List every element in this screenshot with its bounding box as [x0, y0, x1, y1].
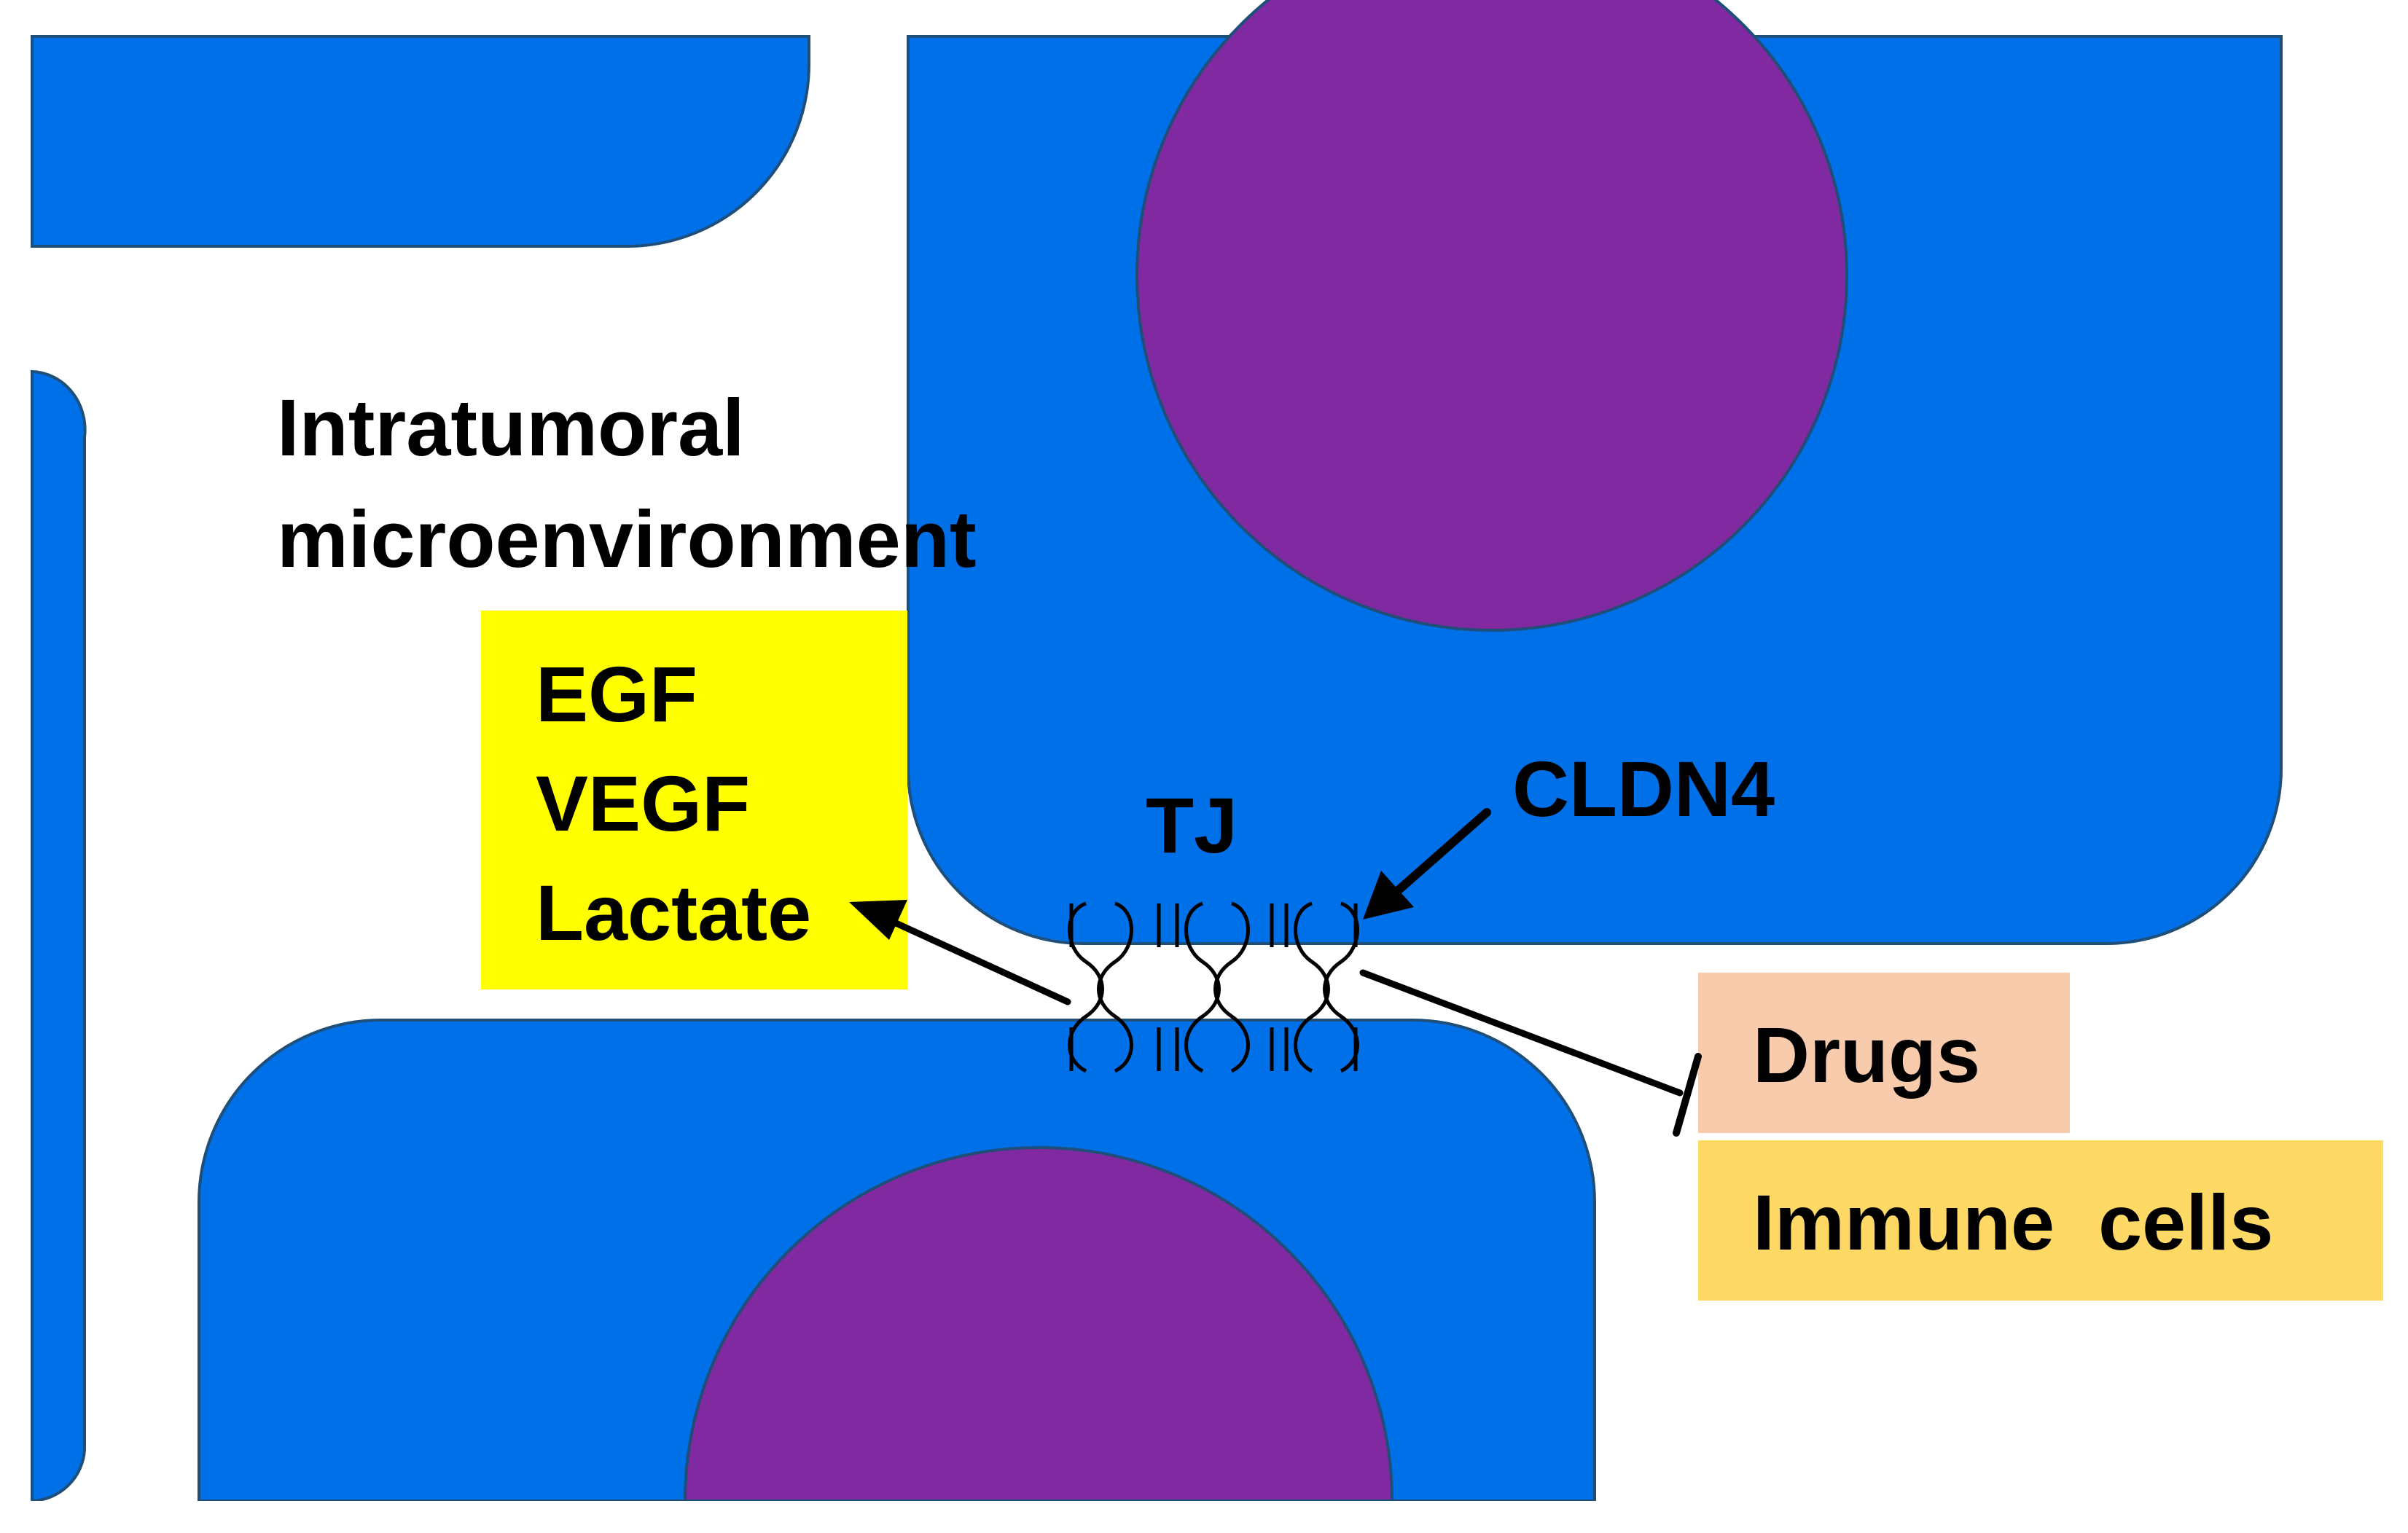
drugs-box	[1698, 973, 2070, 1133]
cell-left-edge	[31, 369, 87, 1503]
drugs-label: Drugs	[1753, 1011, 1980, 1099]
microenvironment-label-line2: microenvironment	[277, 495, 977, 584]
nucleus-top	[1135, 0, 1848, 632]
bottom-margin	[0, 1501, 2408, 1529]
cldn4-label: CLDN4	[1512, 745, 1775, 833]
microenvironment-label-line1: Intratumoral	[277, 383, 745, 473]
secreted-factors-box	[481, 611, 907, 989]
cldn4-pointer-arrow	[1363, 808, 1491, 920]
cell-top-left	[31, 35, 810, 248]
immune-cells-box	[1698, 1140, 2383, 1301]
immune-cells-label: Immune cells	[1753, 1178, 2273, 1266]
barrier-inhibition-line	[1359, 969, 1702, 1137]
factor-vegf: VEGF	[536, 759, 750, 847]
nucleus-bottom	[683, 1146, 1394, 1502]
tight-junction-strands	[1068, 901, 1359, 1073]
factors-release-arrow	[849, 900, 1071, 1005]
factor-egf: EGF	[536, 650, 697, 738]
tj-label: TJ	[1146, 781, 1238, 869]
factor-lactate: Lactate	[536, 869, 811, 957]
